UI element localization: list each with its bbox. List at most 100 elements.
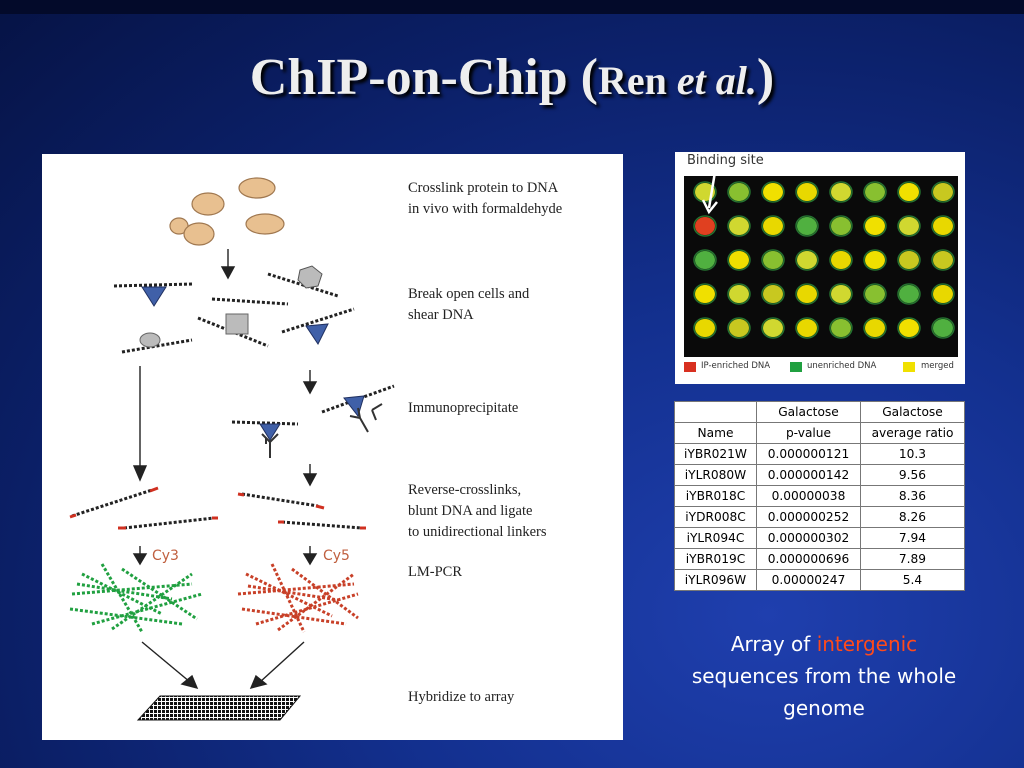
- array-spot-ring: [693, 317, 717, 339]
- array-spot: [729, 251, 749, 269]
- table-cell: 5.4: [860, 569, 965, 591]
- array-spot-ring: [693, 249, 717, 271]
- table-cell: 8.26: [860, 506, 965, 528]
- array-spot: [763, 217, 783, 235]
- protein-square-icon: [225, 313, 249, 335]
- array-spot-ring: [727, 181, 751, 203]
- array-spot: [899, 319, 919, 337]
- array-spot-ring: [829, 215, 853, 237]
- table-cell: 0.000000142: [756, 464, 861, 486]
- step-reverse-crosslink: Reverse-crosslinks, blunt DNA and ligate…: [408, 482, 547, 540]
- step-immunoprecipitate: Immunoprecipitate: [408, 400, 519, 416]
- array-spot: [865, 217, 885, 235]
- slide-caption: Array of intergenic sequences from the w…: [664, 628, 984, 724]
- array-spot-ring: [795, 317, 819, 339]
- array-spot-ring: [897, 215, 921, 237]
- array-spot-ring: [897, 249, 921, 271]
- table-header-cell: Name: [674, 422, 757, 444]
- table-cell: 10.3: [860, 443, 965, 465]
- array-spot: [831, 319, 851, 337]
- array-spot-ring: [727, 215, 751, 237]
- array-spot: [695, 319, 715, 337]
- array-spot-ring: [795, 249, 819, 271]
- array-spot-ring: [829, 283, 853, 305]
- array-spot: [831, 251, 851, 269]
- protein-circle-icon: [139, 332, 161, 348]
- table-cell: 0.000000252: [756, 506, 861, 528]
- array-spot-ring: [863, 317, 887, 339]
- step-hybridize: Hybridize to array: [408, 689, 515, 705]
- linker-ends: [69, 486, 366, 530]
- array-spot-ring: [931, 215, 955, 237]
- array-spot-ring: [897, 181, 921, 203]
- binding-site-arrow-icon: [701, 171, 718, 215]
- table-header-cell: Galactose: [860, 401, 965, 423]
- binding-site-label: Binding site: [687, 153, 764, 168]
- caption-line1-pre: Array of: [730, 632, 817, 656]
- legend-swatch-merged: [903, 362, 915, 372]
- array-spot-ring: [931, 181, 955, 203]
- step-lm-pcr: LM-PCR: [408, 564, 462, 580]
- array-spot-ring: [795, 215, 819, 237]
- table-cell: 7.89: [860, 548, 965, 570]
- array-spot-ring: [931, 283, 955, 305]
- title-etal: et al.: [676, 58, 757, 103]
- array-spot: [763, 319, 783, 337]
- array-spot: [831, 217, 851, 235]
- array-spot-ring: [795, 283, 819, 305]
- cy3-pcr-products: [69, 563, 203, 633]
- array-spot: [933, 183, 953, 201]
- chip-diagram-illustration: [69, 177, 395, 721]
- table-header-cell: [674, 401, 757, 423]
- chip-diagram-panel: Crosslink protein to DNA in vivo with fo…: [42, 154, 623, 740]
- array-spot-ring: [829, 317, 853, 339]
- array-spot: [797, 251, 817, 269]
- array-spot-ring: [693, 283, 717, 305]
- array-spot: [933, 217, 953, 235]
- array-spot-ring: [727, 249, 751, 271]
- protein-triangle-icon: [141, 286, 167, 307]
- table-cell: 7.94: [860, 527, 965, 549]
- legend-merged: merged: [921, 361, 954, 371]
- array-spot: [695, 251, 715, 269]
- table-cell: 9.56: [860, 464, 965, 486]
- array-spot: [729, 183, 749, 201]
- array-spot: [763, 183, 783, 201]
- array-spot-ring: [863, 181, 887, 203]
- array-spot-ring: [897, 317, 921, 339]
- array-spot: [729, 285, 749, 303]
- array-spot: [797, 319, 817, 337]
- array-spot: [695, 285, 715, 303]
- array-spot: [729, 319, 749, 337]
- dye-cy3-label: Cy3: [152, 548, 179, 564]
- antibody-icon: [261, 403, 383, 458]
- slide-title: ChIP-on-Chip (Ren et al.): [0, 52, 1024, 104]
- array-spot: [797, 183, 817, 201]
- array-spot: [763, 285, 783, 303]
- table-cell: iYBR019C: [674, 548, 757, 570]
- table-cell: iYLR094C: [674, 527, 757, 549]
- array-spot-ring: [727, 283, 751, 305]
- caption-line3: genome: [783, 696, 865, 720]
- array-spot: [899, 285, 919, 303]
- caption-line2: sequences from the whole: [691, 664, 957, 688]
- protein-triangle-icon: [259, 423, 281, 441]
- legend-ip-enriched: IP-enriched DNA: [701, 361, 771, 371]
- array-spot: [763, 251, 783, 269]
- array-spot-ring: [761, 215, 785, 237]
- table-cell: 0.00000038: [756, 485, 861, 507]
- array-spot-ring: [761, 249, 785, 271]
- array-spot: [797, 285, 817, 303]
- caption-highlight: intergenic: [816, 632, 918, 656]
- title-author: Ren: [597, 58, 677, 103]
- legend-unenriched: unenriched DNA: [807, 361, 877, 371]
- array-spot-ring: [863, 283, 887, 305]
- microarray-spots: [684, 171, 958, 357]
- table-header-row-2: Name p-value average ratio: [674, 422, 965, 444]
- array-spot-ring: [863, 249, 887, 271]
- protein-triangle-icon: [305, 323, 329, 345]
- array-spot: [865, 319, 885, 337]
